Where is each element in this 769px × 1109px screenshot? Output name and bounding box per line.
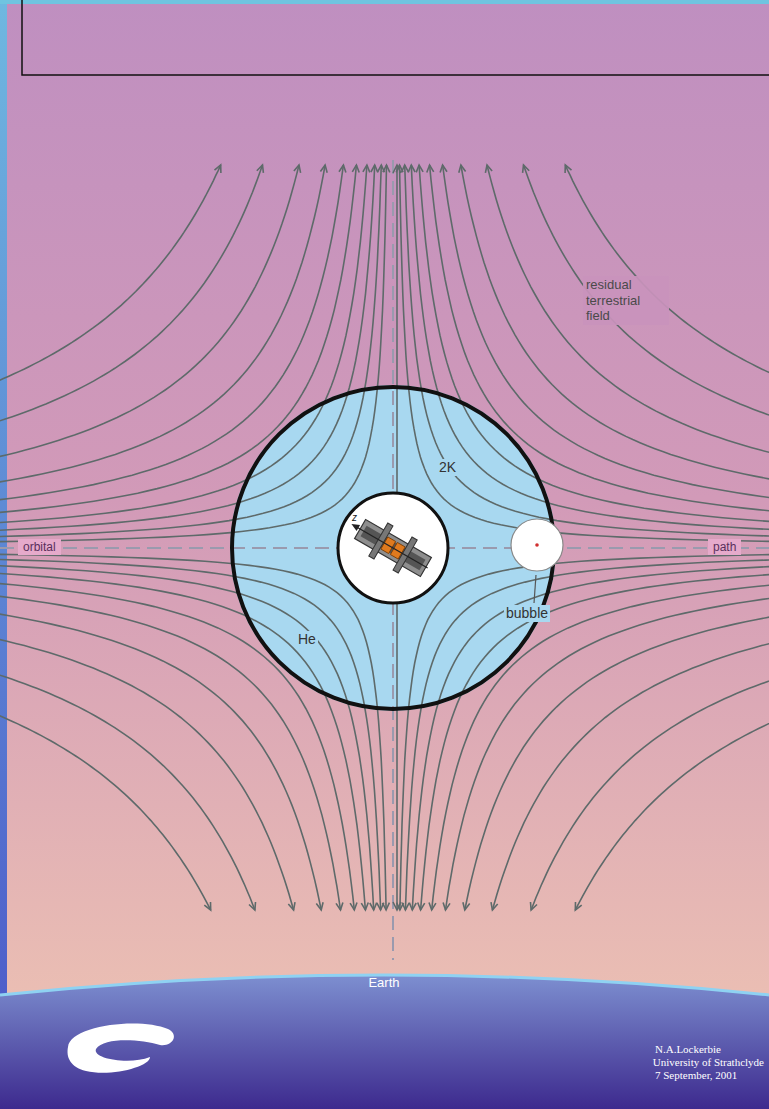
field-arrowhead <box>294 165 301 173</box>
bubble-circle: bubble <box>498 519 570 627</box>
credit-text: N.A.Lockerbie <box>655 1043 721 1056</box>
field-arrowhead <box>491 902 498 910</box>
edge-strip <box>0 0 769 4</box>
field-line <box>0 165 356 513</box>
field-line <box>0 559 381 910</box>
axis-label: orbital <box>18 539 61 555</box>
field-line <box>0 596 341 910</box>
test-mass-device <box>342 508 437 585</box>
earth-label: Earth <box>368 975 399 991</box>
field-lines <box>0 165 769 910</box>
field-arrowhead <box>257 165 264 173</box>
field-line <box>405 559 769 910</box>
field-arrowhead <box>339 165 346 173</box>
axis-label: path <box>708 539 741 555</box>
field-arrowhead <box>443 902 450 910</box>
field-arrowhead <box>352 165 359 173</box>
field-arrowhead <box>485 165 492 173</box>
field-line <box>430 165 769 513</box>
field-arrowhead <box>336 902 343 910</box>
field-arrowhead <box>393 902 401 910</box>
field-line <box>411 165 769 530</box>
field-line <box>0 165 299 457</box>
dewar-outline <box>230 385 556 711</box>
field-arrowhead <box>440 165 447 173</box>
field-line <box>412 566 769 910</box>
field-line <box>0 566 374 910</box>
field-line <box>492 639 769 910</box>
field-line <box>0 165 375 530</box>
credit-text: University of Strathclyde <box>653 1056 764 1069</box>
field-line <box>0 583 354 910</box>
temperature-label: 2K <box>437 459 458 476</box>
field-line <box>0 165 367 523</box>
field-arrowhead <box>363 165 370 172</box>
helium-dewar-circle: 2K He bubble <box>230 385 556 711</box>
credit-text: 7 September, 2001 <box>655 1069 737 1082</box>
field-arrowhead <box>288 902 295 910</box>
field-arrowhead <box>350 903 357 911</box>
field-arrowhead <box>565 165 571 173</box>
field-arrowhead <box>463 902 470 910</box>
axis-symbol: z <box>352 512 357 524</box>
field-line <box>443 165 769 500</box>
field-line <box>575 715 769 910</box>
inner-chamber <box>338 493 448 603</box>
field-label: residual terrestrial field <box>583 276 669 325</box>
field-arrowhead <box>409 903 416 910</box>
field-line <box>400 165 769 542</box>
field-line <box>421 573 769 910</box>
field-arrowhead <box>408 165 415 172</box>
field-arrowhead <box>523 165 530 173</box>
field-line <box>531 675 769 910</box>
field-line <box>0 165 221 381</box>
field-arrowhead <box>378 165 385 172</box>
field-arrowhead <box>402 903 409 910</box>
field-line <box>419 165 769 523</box>
field-line <box>446 596 769 910</box>
field-line <box>0 165 387 542</box>
field-arrowhead <box>316 902 323 910</box>
field-line <box>432 583 769 910</box>
field-arrowhead <box>531 902 538 910</box>
field-arrowhead <box>416 165 423 172</box>
field-arrowhead <box>204 902 210 910</box>
field-line <box>405 165 769 537</box>
field-arrowhead <box>361 903 368 911</box>
field-arrowhead <box>320 165 327 173</box>
field-line <box>0 573 365 910</box>
field-line <box>0 165 381 537</box>
field-line <box>0 715 211 910</box>
field-arrowhead <box>377 903 384 910</box>
field-line <box>487 165 769 457</box>
field-arrowhead <box>427 165 434 173</box>
helium-label: He <box>296 631 318 648</box>
field-arrowhead <box>429 903 436 911</box>
field-line <box>524 165 769 421</box>
field-arrowhead <box>393 165 401 173</box>
field-arrowhead <box>215 165 221 173</box>
field-line <box>0 165 343 500</box>
field-arrowhead <box>370 903 377 910</box>
field-arrowhead <box>459 165 466 173</box>
empty-title-box <box>22 0 769 75</box>
field-arrowhead <box>249 902 256 910</box>
field-line <box>0 165 263 421</box>
field-arrowhead <box>371 165 378 172</box>
field-line <box>0 675 255 910</box>
bubble-label: bubble <box>504 605 550 622</box>
field-line <box>0 554 386 910</box>
field-arrowhead <box>575 902 581 910</box>
field-line <box>0 639 294 910</box>
field-line <box>565 165 769 381</box>
field-arrowhead <box>402 165 409 172</box>
earth-band: Earth <box>0 955 769 1109</box>
field-line <box>400 554 769 910</box>
field-arrowhead <box>418 903 425 911</box>
